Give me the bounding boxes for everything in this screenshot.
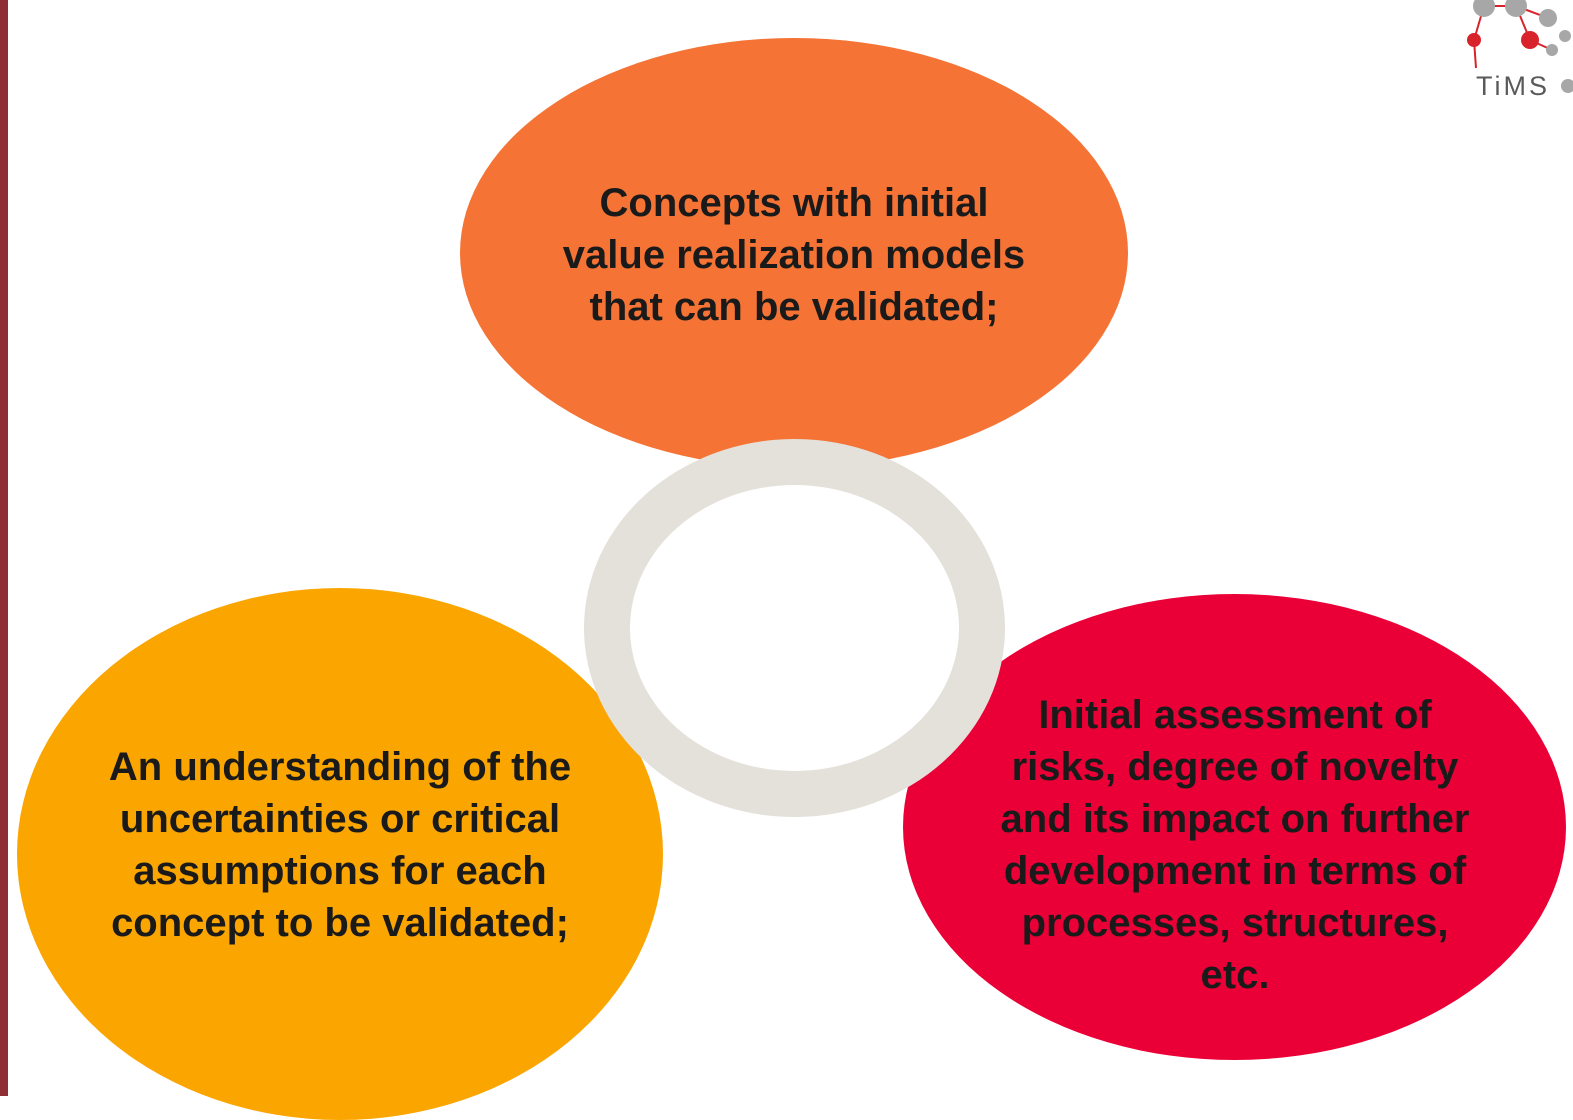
left-accent-bar (0, 0, 8, 1096)
tims-logo: TiMS (1460, 0, 1573, 118)
right-ellipse (903, 594, 1566, 1060)
logo-dot (1473, 0, 1495, 17)
logo-dot (1505, 0, 1527, 17)
right-ellipse-text: Initial assessment of risks, degree of n… (1000, 693, 1470, 997)
logo-dot (1561, 79, 1573, 93)
logo-dot (1546, 44, 1558, 56)
center-ring (584, 439, 1005, 817)
top-ellipse (460, 38, 1128, 468)
left-ellipse (17, 588, 663, 1120)
logo-text: TiMS (1476, 71, 1550, 101)
left-ellipse-text: An understanding of the uncertainties or… (108, 745, 572, 945)
logo-dot (1539, 9, 1557, 27)
logo-dot (1559, 30, 1571, 42)
tims-logo-molecule-icon (1467, 0, 1573, 93)
logo-dot (1521, 31, 1539, 49)
top-ellipse-text: Concepts with initial value realization … (562, 181, 1026, 329)
logo-dot (1467, 33, 1481, 47)
